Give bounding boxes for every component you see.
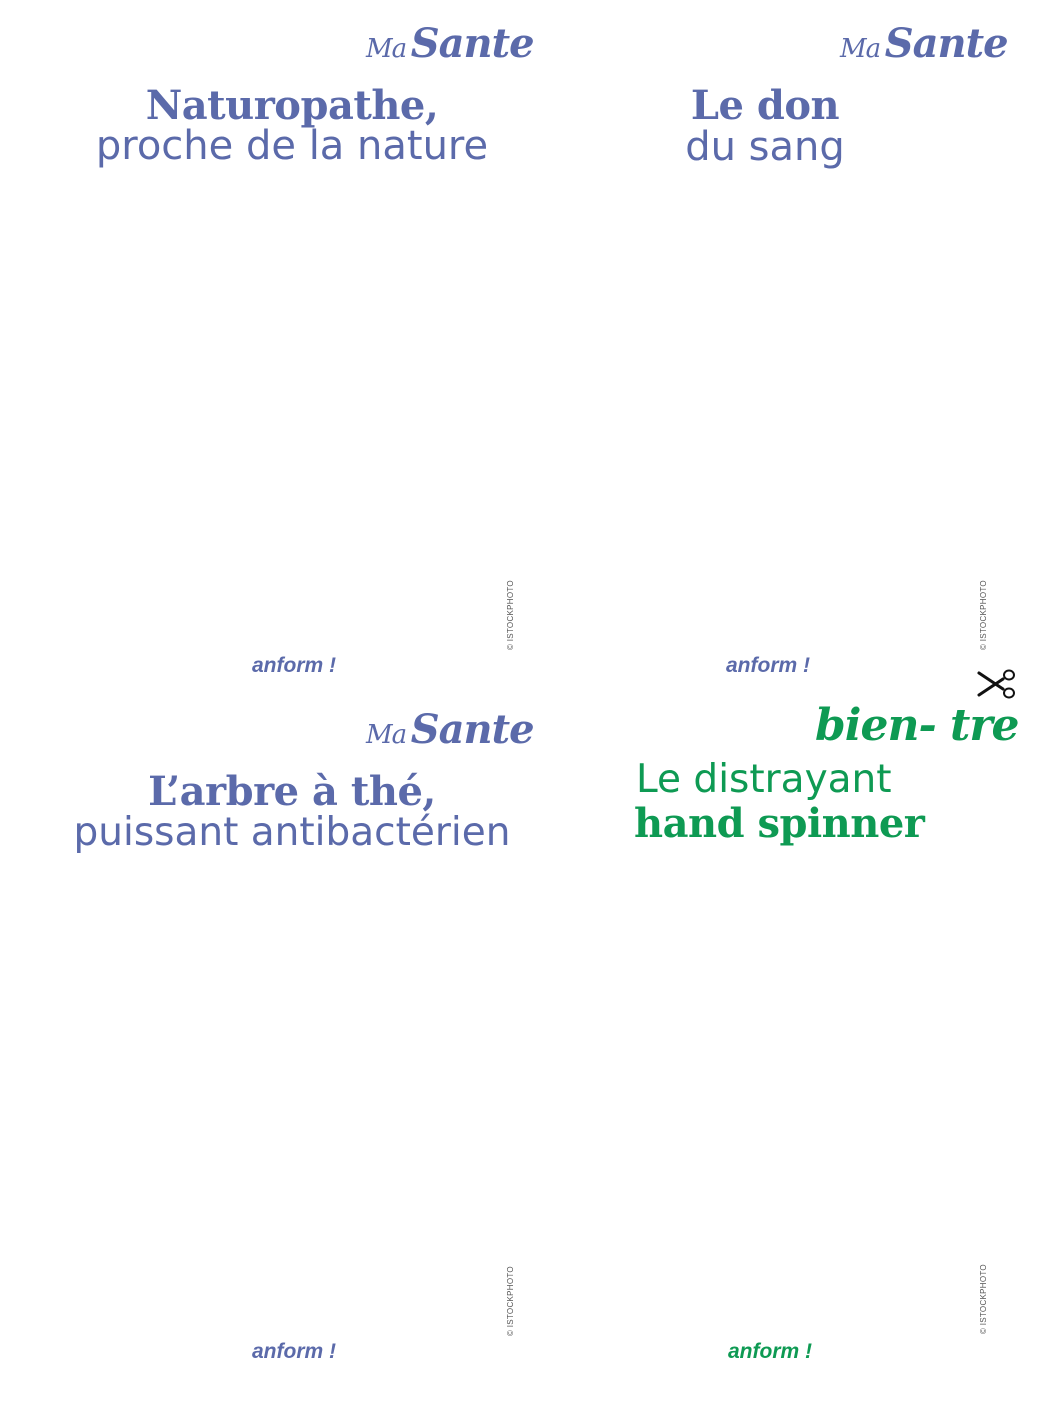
rubric-ma-sante: Ma Sante — [840, 24, 1009, 64]
rubric-ma: Ma — [840, 34, 881, 64]
brand-anform: anform ! — [252, 654, 336, 677]
card-title-light: proche de la nature — [95, 123, 489, 169]
rubric-sante: Sante — [884, 20, 1009, 67]
brand-anform: anform ! — [728, 1340, 812, 1363]
card-title-light: puissant antibactérien — [73, 810, 511, 855]
brand-anform: anform ! — [726, 654, 810, 677]
photo-credit: © ISTOCKPHOTO — [979, 580, 988, 650]
brand-anform: anform ! — [252, 1340, 336, 1363]
photo-credit: © ISTOCKPHOTO — [506, 1266, 515, 1336]
card-title-strong: Le don — [690, 82, 840, 129]
card-title-light: Le distrayant — [636, 757, 892, 802]
card-title-strong: Naturopathe, — [145, 82, 439, 129]
photo-credit: © ISTOCKPHOTO — [979, 1264, 988, 1334]
rubric-sante: Sante — [410, 20, 535, 67]
photo-credit: © ISTOCKPHOTO — [506, 580, 515, 650]
rubric-ma: Ma — [366, 720, 407, 750]
card-title-strong: hand spinner — [634, 800, 925, 847]
card-title-light: du sang — [685, 124, 845, 170]
rubric-bien-etre: bien- tre — [815, 700, 1020, 751]
scissors-icon — [977, 667, 1017, 701]
rubric-ma-sante: Ma Sante — [366, 24, 535, 64]
card-title-strong: L’arbre à thé, — [148, 768, 436, 815]
rubric-ma-sante: Ma Sante — [366, 710, 535, 750]
rubric-ma: Ma — [366, 34, 407, 64]
rubric-sante: Sante — [410, 706, 535, 753]
